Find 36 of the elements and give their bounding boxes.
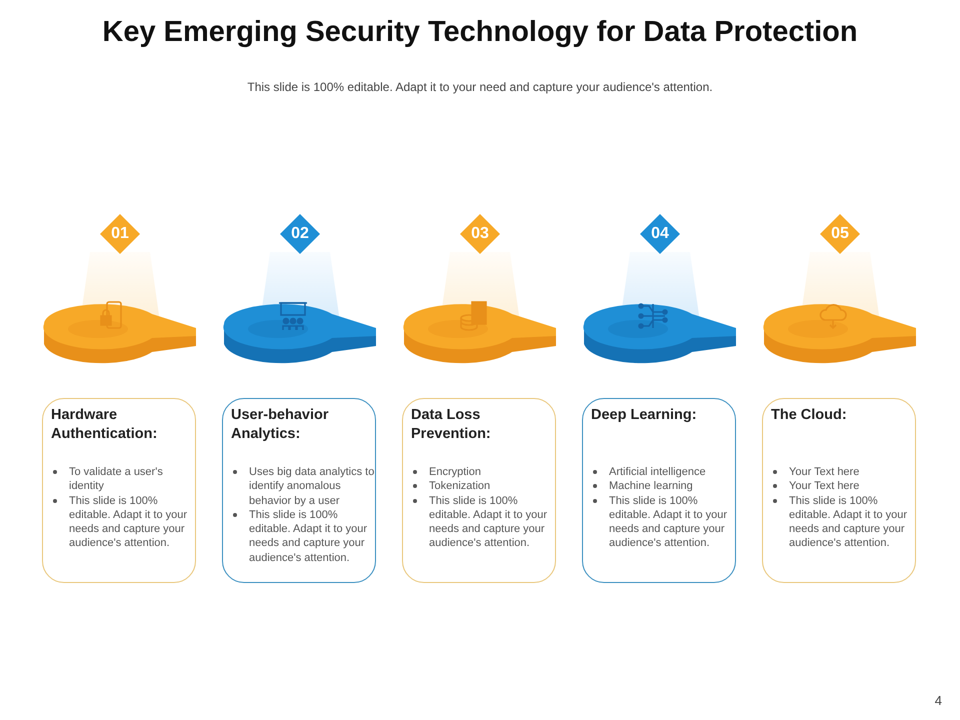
step-number: 01 xyxy=(110,225,130,243)
number-diamond xyxy=(99,213,141,255)
bullet-text: This slide is 100% editable. Adapt it to your needs and capture your audience's attention. xyxy=(789,494,908,550)
page-number: 4 xyxy=(934,693,942,708)
step-number: 03 xyxy=(470,225,490,243)
bullet-text: Machine learning xyxy=(609,480,693,492)
slide-title: Key Emerging Security Technology for Data Protection xyxy=(101,16,859,49)
text-card xyxy=(762,398,916,583)
step-number: 02 xyxy=(290,225,310,243)
bullet-text: Artificial intelligence xyxy=(609,466,706,478)
bullet-text: Tokenization xyxy=(429,480,490,492)
bullet-text: This slide is 100% editable. Adapt it to your needs and capture your audience's attention. xyxy=(609,494,728,550)
card-heading: The Cloud: xyxy=(771,406,848,425)
number-diamond xyxy=(279,213,321,255)
bullet-text: Encryption xyxy=(429,466,481,478)
step-number: 05 xyxy=(830,225,850,243)
number-diamond xyxy=(459,213,501,255)
bullet-text: Your Text here xyxy=(789,466,860,478)
bullet-text: This slide is 100% editable. Adapt it to your needs and capture your audience's attention. xyxy=(429,494,548,550)
bullet-text: To validate a user's identity xyxy=(69,466,163,492)
text-card xyxy=(402,398,556,583)
card-heading: Data Loss Prevention: xyxy=(411,406,492,444)
card-heading: Hardware Authentication: xyxy=(51,406,158,444)
number-diamond xyxy=(639,213,681,255)
step-number: 04 xyxy=(650,225,670,243)
subtitle: This slide is 100% editable. Adapt it to your need and capture your audience's attention. xyxy=(246,80,714,94)
bullet-text: This slide is 100% editable. Adapt it to your needs and capture your audience's attention. xyxy=(249,508,368,564)
bullet-text: Uses big data analytics to identify anomalous behavior by a user xyxy=(249,466,374,507)
text-card xyxy=(582,398,736,583)
card-heading: User-behavior Analytics: xyxy=(231,406,330,444)
text-card xyxy=(222,398,376,583)
bullet-text: Your Text here xyxy=(789,480,860,492)
text-card xyxy=(42,398,196,583)
bullet-text: This slide is 100% editable. Adapt it to your needs and capture your audience's attention. xyxy=(69,494,188,550)
number-diamond xyxy=(819,213,861,255)
card-heading: Deep Learning: xyxy=(591,406,698,425)
